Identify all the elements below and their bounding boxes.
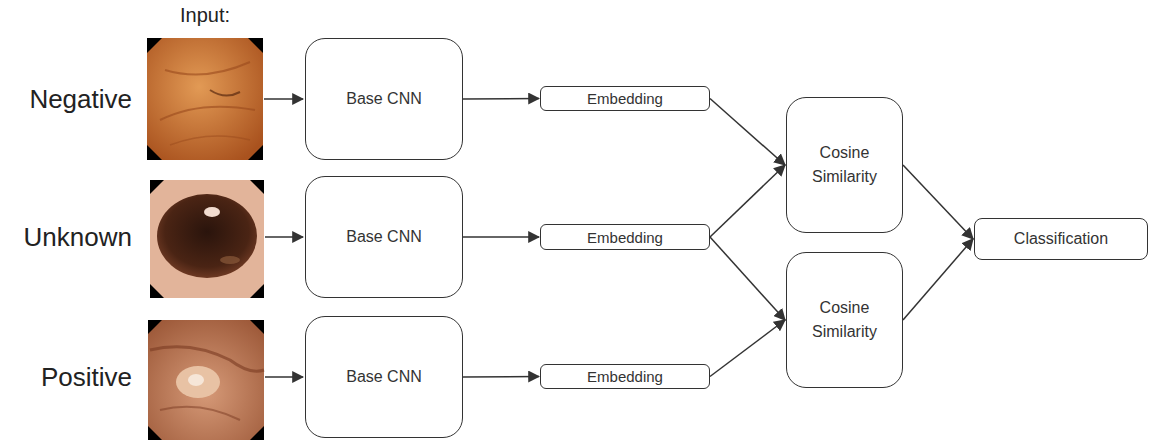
text-group: Embedding — [587, 229, 663, 246]
node-text: Embedding — [587, 229, 663, 246]
similarity-box: Cosine Similarity — [786, 97, 903, 233]
node-text: Embedding — [587, 368, 663, 385]
endoscopy-image — [147, 38, 263, 160]
embedding-box: Embedding — [540, 86, 710, 111]
connector-arrow — [710, 165, 785, 237]
process-box: Base CNN — [305, 316, 463, 438]
embedding-box: Embedding — [540, 364, 710, 389]
node-text: Classification — [1014, 230, 1108, 248]
connector-arrow — [903, 165, 973, 239]
node-text: Embedding — [587, 90, 663, 107]
text-group: Cosine Similarity — [795, 296, 894, 344]
text-group: Embedding — [587, 368, 663, 385]
row-label: Negative — [0, 84, 132, 115]
text-group: Base CNN — [346, 368, 422, 386]
process-box: Base CNN — [305, 176, 463, 298]
row-label: Positive — [0, 362, 132, 393]
text-group: Base CNN — [346, 90, 422, 108]
text-group: Cosine Similarity — [795, 141, 894, 189]
connector-arrow — [463, 236, 539, 238]
process-box: Base CNN — [305, 38, 463, 160]
endoscopy-image — [150, 180, 264, 298]
connector-arrow — [463, 376, 539, 378]
row-label: Unknown — [0, 222, 132, 253]
input-arrow — [265, 376, 303, 378]
text-group: Base CNN — [346, 228, 422, 246]
node-text: Base CNN — [346, 90, 422, 108]
node-text: Cosine Similarity — [795, 141, 894, 189]
input-arrow — [265, 236, 303, 238]
similarity-box: Cosine Similarity — [786, 252, 903, 388]
output-box: Classification — [974, 218, 1148, 260]
endoscopy-image — [148, 320, 264, 440]
text-group: Embedding — [587, 90, 663, 107]
section-heading: Input: — [150, 4, 260, 27]
node-text: Base CNN — [346, 368, 422, 386]
text-group: Classification — [1014, 230, 1108, 248]
connector-arrow — [710, 320, 785, 377]
connector-arrow — [710, 237, 785, 320]
embedding-box: Embedding — [540, 224, 710, 250]
node-text: Cosine Similarity — [795, 296, 894, 344]
connector-arrow — [463, 98, 539, 100]
input-arrow — [264, 98, 303, 100]
connector-arrow — [710, 99, 785, 166]
connector-arrow — [903, 239, 973, 320]
node-text: Base CNN — [346, 228, 422, 246]
